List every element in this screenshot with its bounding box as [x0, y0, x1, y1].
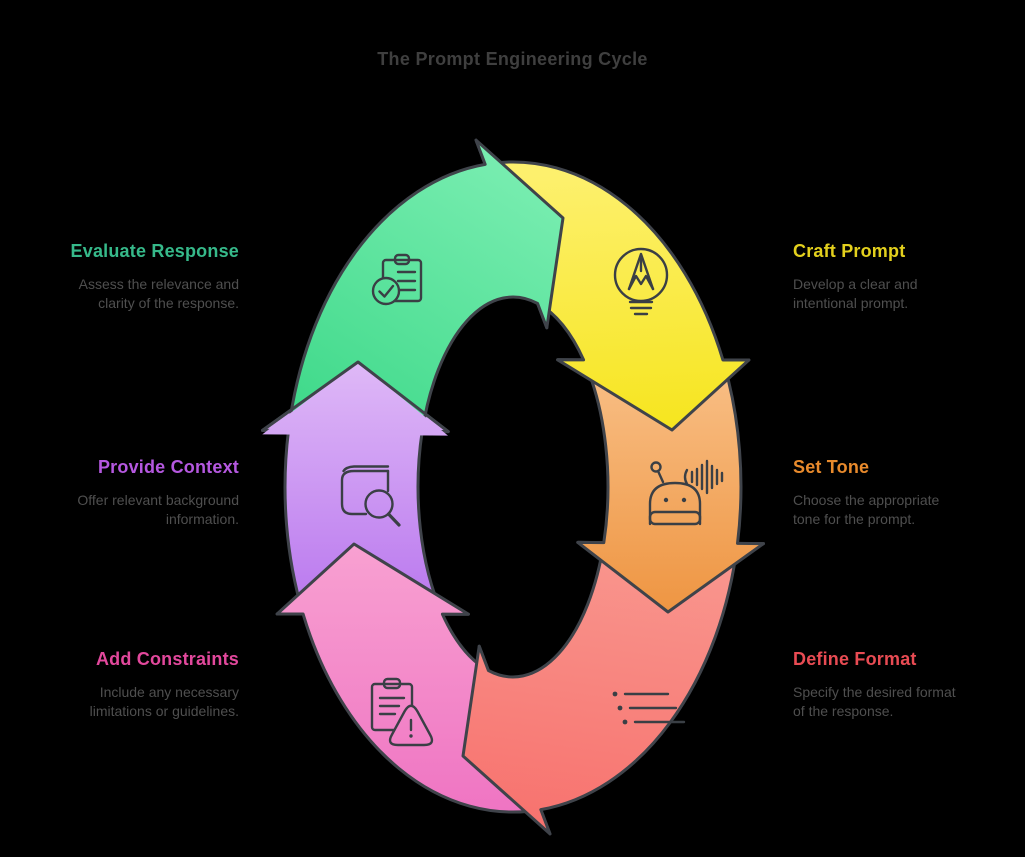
cycle-ring: [261, 138, 765, 836]
step-description-line: Develop a clear and: [793, 275, 918, 292]
step-title: Add Constraints: [95, 649, 239, 669]
step-define-format: Define Format Specify the desired format…: [793, 649, 1025, 721]
step-description-line: Assess the relevance and: [78, 275, 239, 292]
step-title: Provide Context: [97, 457, 239, 477]
step-description-line: of the response.: [793, 702, 894, 719]
robot-voice-icon: [648, 459, 724, 526]
step-title: Set Tone: [793, 457, 870, 477]
step-description: Choose the appropriate tone for the prom…: [793, 491, 1025, 529]
step-title: Evaluate Response: [70, 241, 239, 261]
diagram-title: The Prompt Engineering Cycle: [377, 49, 648, 69]
step-title: Define Format: [793, 649, 917, 669]
segment-purple-arrowhead-outline: [261, 360, 450, 434]
step-description: Offer relevant background information.: [0, 491, 239, 529]
step-description-line: Offer relevant background: [77, 491, 239, 508]
step-provide-context: Provide Context Offer relevant backgroun…: [0, 457, 239, 529]
step-description-line: Specify the desired format: [793, 683, 956, 700]
step-description-line: information.: [165, 510, 239, 527]
clipboard-check-icon: [371, 253, 423, 306]
step-title: Craft Prompt: [793, 241, 906, 261]
clipboard-warning-icon: [370, 677, 434, 747]
step-craft-prompt: Craft Prompt Develop a clear and intenti…: [793, 241, 1025, 313]
step-description: Develop a clear and intentional prompt.: [793, 275, 1025, 313]
bullet-list-icon: [612, 691, 686, 725]
segment-salmon: [461, 540, 765, 836]
step-description-line: Choose the appropriate: [793, 491, 940, 508]
step-set-tone: Set Tone Choose the appropriate tone for…: [793, 457, 1025, 529]
segment-green: [261, 138, 565, 434]
step-description-line: limitations or guidelines.: [89, 702, 239, 719]
step-description-line: tone for the prompt.: [793, 510, 916, 527]
step-description: Specify the desired format of the respon…: [793, 683, 1025, 721]
step-description-line: Include any necessary: [99, 683, 239, 700]
segment-purple-arrowhead: [262, 362, 448, 436]
step-description-line: intentional prompt.: [793, 294, 909, 311]
step-description: Include any necessary limitations or gui…: [0, 683, 239, 721]
step-description-line: clarity of the response.: [98, 294, 239, 311]
step-description: Assess the relevance and clarity of the …: [0, 275, 239, 313]
step-evaluate-response: Evaluate Response Assess the relevance a…: [0, 241, 239, 313]
book-search-icon: [340, 465, 401, 527]
step-add-constraints: Add Constraints Include any necessary li…: [0, 649, 239, 721]
bulb-pencil-icon: [613, 247, 669, 316]
